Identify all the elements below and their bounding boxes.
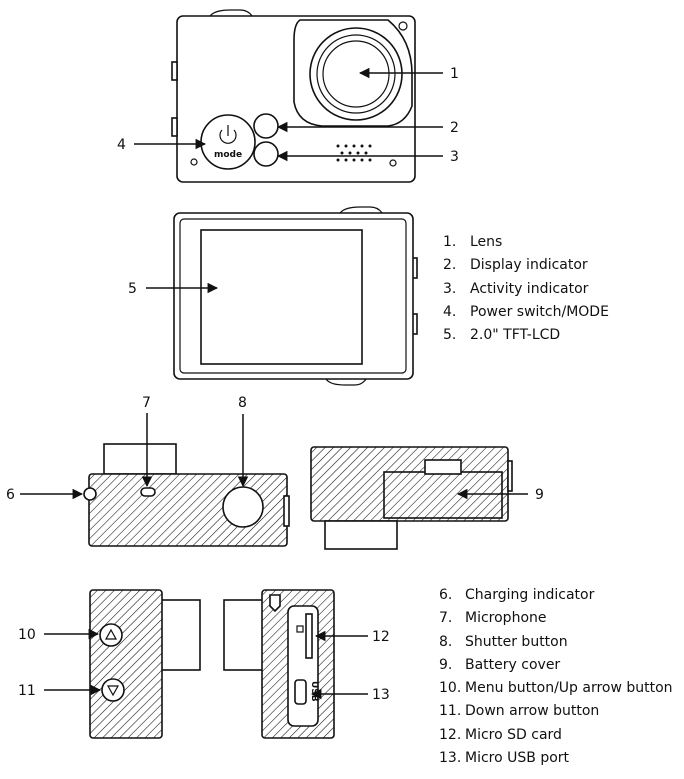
microphone <box>140 487 156 497</box>
legend-item: 8.Shutter button <box>439 633 568 650</box>
callout-2: 2 <box>450 120 459 136</box>
legend-item: 1.Lens <box>443 234 503 250</box>
legend-item: 5.2.0" TFT-LCD <box>443 327 561 344</box>
camera-left-side-view <box>89 589 201 739</box>
callout-11: 11 <box>18 683 36 699</box>
callout-4: 4 <box>117 137 126 153</box>
callout-7: 7 <box>142 395 151 411</box>
charging-indicator <box>83 487 97 501</box>
callout-1: 1 <box>450 66 459 82</box>
legend-item: 10.Menu button/Up arrow button <box>439 680 673 697</box>
tft-lcd-screen <box>200 229 363 365</box>
micro-usb-port[interactable] <box>294 679 307 705</box>
camera-front-view: mode <box>171 9 416 183</box>
left-side-body <box>89 589 163 739</box>
callout-9: 9 <box>535 487 544 503</box>
activity-indicator <box>253 141 279 167</box>
callout-12: 12 <box>372 629 390 645</box>
down-arrow-button[interactable] <box>101 678 125 702</box>
usb-label: USB <box>309 681 319 702</box>
legend-item: 4.Power switch/MODE <box>443 303 609 320</box>
callout-8: 8 <box>238 395 247 411</box>
legend-item: 3.Activity indicator <box>443 280 589 297</box>
callout-6: 6 <box>6 487 15 503</box>
legend-item: 12.Micro SD card <box>439 726 562 743</box>
legend-bottom: 6.Charging indicator 7.Microphone 8.Shut… <box>439 584 673 770</box>
power-mode-button[interactable]: mode <box>200 114 256 170</box>
menu-up-button[interactable] <box>99 623 123 647</box>
camera-top-view <box>83 443 290 547</box>
legend-item: 6.Charging indicator <box>439 587 595 603</box>
callout-10: 10 <box>18 627 36 643</box>
shutter-button[interactable] <box>222 486 264 528</box>
legend-item: 9.Battery cover <box>439 656 561 673</box>
legend-item: 13.Micro USB port <box>439 750 570 767</box>
camera-back-view <box>173 206 418 386</box>
legend-top: 1.Lens 2.Display indicator 3.Activity in… <box>443 231 609 347</box>
legend-item: 7.Microphone <box>439 610 547 627</box>
speaker-grille <box>336 144 372 162</box>
mode-label: mode <box>214 150 242 160</box>
battery-cover <box>383 471 503 519</box>
legend-item: 11.Down arrow button <box>439 703 600 720</box>
callout-3: 3 <box>450 149 459 165</box>
lens <box>309 27 403 121</box>
legend-item: 2.Display indicator <box>443 257 588 274</box>
callout-13: 13 <box>372 687 390 703</box>
camera-right-side-view: USB <box>223 589 335 739</box>
camera-bottom-view <box>310 446 513 550</box>
micro-sd-card-slot[interactable] <box>305 613 313 659</box>
callout-5: 5 <box>128 281 137 297</box>
display-indicator <box>253 113 279 139</box>
